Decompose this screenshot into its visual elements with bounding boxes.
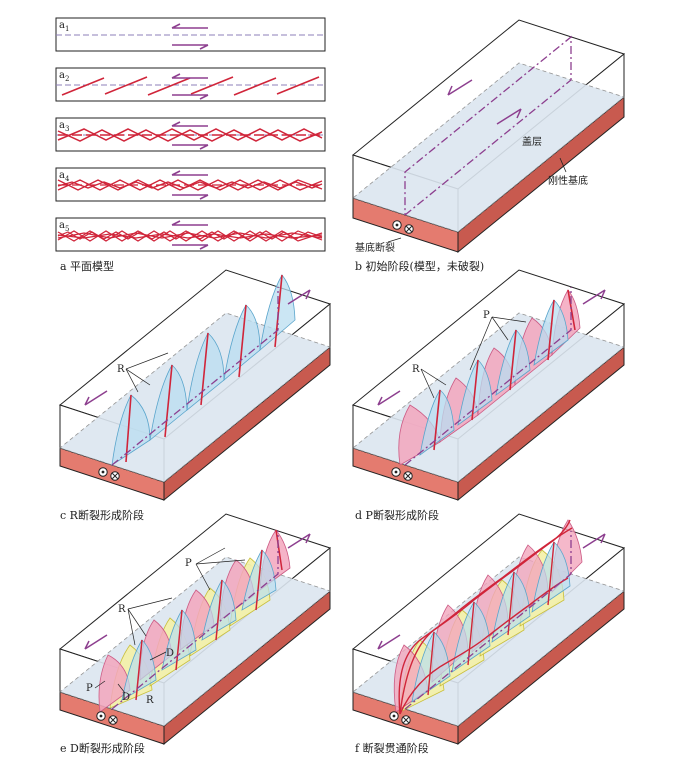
panel-a: a1 a2 — [55, 17, 326, 273]
label-base-fault: 基底断裂 — [355, 241, 395, 254]
label-p-lower: P — [86, 683, 93, 694]
rp-fault-traces — [57, 128, 323, 142]
label-d: D — [166, 648, 174, 659]
label-p: P — [185, 558, 192, 569]
caption-d: d P断裂形成阶段 — [355, 508, 439, 522]
r-fault-traces — [125, 274, 283, 463]
strip-a4-label: a4 — [59, 170, 70, 183]
strip-a5-label: a5 — [59, 220, 69, 233]
r-fault-traces — [61, 76, 320, 96]
strip-a5: a5 — [55, 217, 326, 252]
panel-f: f 断裂贯通阶段 — [351, 513, 626, 755]
label-r: R — [117, 364, 125, 375]
rpd-fault-traces — [57, 179, 323, 191]
strip-a1: a1 — [55, 17, 326, 52]
caption-c: c R断裂形成阶段 — [60, 508, 144, 522]
linked-fault-traces — [398, 519, 573, 715]
linked-fault-traces — [57, 230, 323, 242]
label-cover: 盖层 — [522, 135, 542, 148]
strip-a2-label: a2 — [59, 70, 69, 83]
strip-a3: a3 — [55, 117, 326, 152]
caption-a: a 平面模型 — [60, 259, 114, 273]
label-r-lower: R — [146, 695, 154, 706]
panel-e: R P D P D R e D断裂形成阶段 — [58, 513, 332, 755]
strip-a4: a4 — [55, 167, 326, 202]
caption-b: b 初始阶段(模型，未破裂) — [355, 259, 484, 273]
label-p: P — [483, 310, 490, 321]
label-d-lower: D — [122, 692, 130, 703]
caption-f: f 断裂贯通阶段 — [355, 741, 429, 755]
panel-d: R P d P断裂形成阶段 — [351, 269, 626, 522]
strip-a3-label: a3 — [59, 120, 69, 133]
fault-traces — [135, 529, 283, 701]
strip-a2: a2 — [55, 67, 326, 102]
label-r: R — [118, 604, 126, 615]
panel-b: 盖层 刚性基底 基底断裂 b 初始阶段(模型，未破裂) — [351, 19, 626, 273]
label-rigid-base: 刚性基底 — [548, 174, 588, 187]
strip-a1-label: a1 — [59, 20, 69, 33]
caption-e: e D断裂形成阶段 — [60, 741, 145, 755]
label-r: R — [412, 364, 420, 375]
panel-c: R c R断裂形成阶段 — [58, 269, 332, 522]
